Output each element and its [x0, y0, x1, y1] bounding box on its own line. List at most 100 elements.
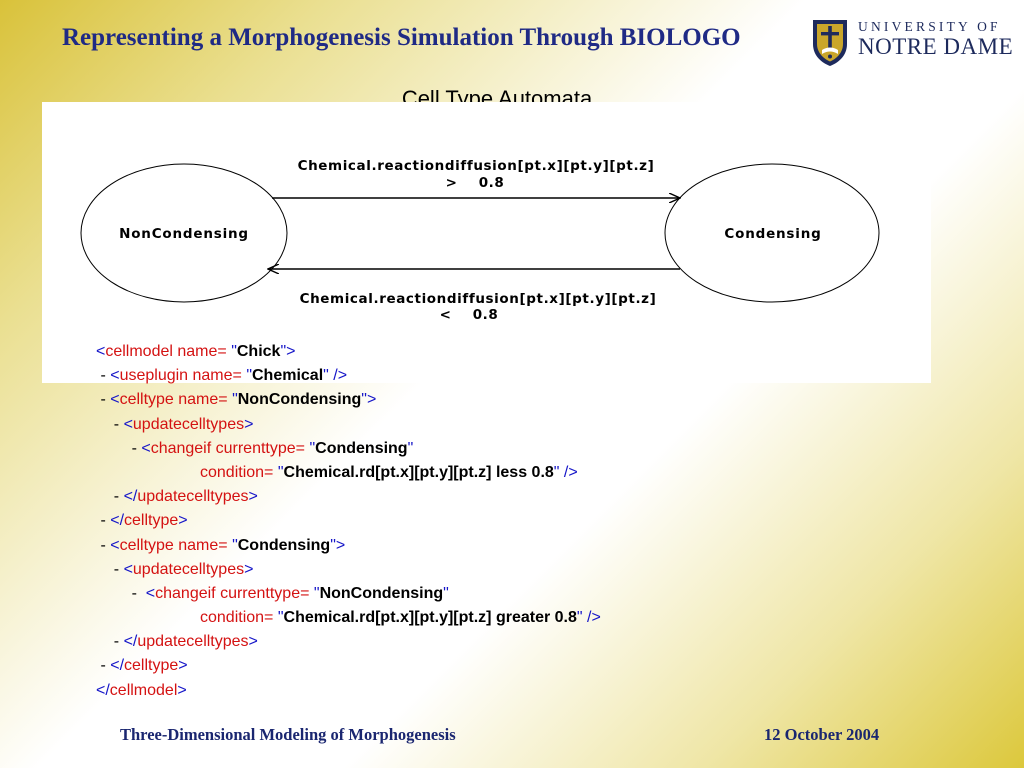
code-line: condition= "Chemical.rd[pt.x][pt.y][pt.z… [96, 606, 601, 630]
code-token: - [96, 488, 124, 506]
code-token: " [305, 439, 316, 457]
code-line: - <changeif currenttype= "Condensing" [96, 437, 601, 461]
code-line: </cellmodel> [96, 679, 601, 703]
code-token: cellmodel [109, 681, 178, 699]
code-token: " [273, 463, 284, 481]
state-diagram-canvas: NonCondensing Condensing Chemical.reacti… [80, 158, 880, 323]
code-token: > [244, 415, 254, 433]
footer-date: 12 October 2004 [764, 725, 880, 744]
state-label-noncondensing: NonCondensing [119, 226, 249, 242]
code-token: celltype [124, 512, 179, 530]
code-token: cellmodel name= [105, 343, 227, 360]
code-token: "> [330, 536, 346, 554]
code-token: Chemical.rd[pt.x][pt.y][pt.z] less 0.8 [283, 463, 554, 481]
transition-condition-bottom-line2: < 0.8 [440, 307, 499, 323]
slide-title: Representing a Morphogenesis Simulation … [62, 24, 741, 51]
code-token: " /> [323, 367, 348, 385]
code-token: - [96, 584, 146, 602]
code-token: Chemical [252, 367, 324, 385]
code-line: - </celltype> [96, 654, 601, 678]
code-token: - [96, 633, 124, 651]
code-line: - <updatecelltypes> [96, 558, 601, 582]
code-line: condition= "Chemical.rd[pt.x][pt.y][pt.z… [96, 461, 601, 485]
code-token: " [309, 584, 320, 602]
code-token: " [407, 439, 414, 457]
code-token: useplugin name= [119, 367, 242, 385]
code-token: - [96, 512, 111, 530]
state-diagram: NonCondensing Condensing Chemical.reacti… [42, 102, 931, 383]
logo-line-2: NOTRE DAME [858, 34, 1014, 59]
code-token: </ [110, 512, 125, 530]
code-token: > [244, 560, 254, 578]
code-line: - <useplugin name= "Chemical" /> [96, 364, 601, 388]
code-token: < [110, 391, 120, 409]
code-token: updatecelltypes [132, 415, 245, 433]
code-token: "> [361, 391, 377, 409]
code-token: " /> [553, 463, 578, 481]
code-token: Condensing [315, 439, 408, 457]
code-line: - <celltype name= "Condensing"> [96, 534, 601, 558]
code-token: </ [110, 657, 125, 675]
code-token: < [110, 367, 120, 385]
code-token: " [273, 609, 284, 627]
code-token: celltype [124, 657, 179, 675]
code-line: <cellmodel name= "Chick"> [96, 340, 601, 364]
code-line: - <changeif currenttype= "NonCondensing" [96, 582, 601, 606]
code-token: celltype name= [119, 391, 228, 409]
code-token: Chick [236, 343, 281, 360]
university-logo: UNIVERSITY OF NOTRE DAME [810, 14, 1014, 68]
code-token: < [141, 439, 151, 457]
code-token: < [123, 415, 133, 433]
footer-presentation-title: Three-Dimensional Modeling of Morphogene… [120, 725, 456, 744]
code-token: > [178, 512, 188, 530]
code-token: </ [123, 633, 138, 651]
state-label-condensing: Condensing [724, 226, 821, 242]
code-token: - [96, 415, 124, 433]
code-token: </ [123, 488, 138, 506]
code-line: - </celltype> [96, 509, 601, 533]
code-token: " [227, 391, 238, 409]
code-token: Chemical.rd[pt.x][pt.y][pt.z] greater 0.… [283, 609, 577, 627]
transition-condition-top-line1: Chemical.reactiondiffusion[pt.x][pt.y][p… [298, 158, 655, 174]
xml-code-listing: <cellmodel name= "Chick"> - <useplugin n… [96, 340, 601, 703]
state-node-noncondensing [80, 163, 288, 303]
code-token: - [96, 391, 111, 409]
code-token: > [248, 488, 258, 506]
code-line: - </updatecelltypes> [96, 630, 601, 654]
code-token: updatecelltypes [137, 633, 249, 651]
code-token: updatecelltypes [132, 560, 245, 578]
code-token: changeif currenttype= [155, 584, 310, 602]
code-token: - [96, 560, 124, 578]
code-token: </ [96, 681, 110, 699]
code-token: " [226, 343, 237, 360]
transition-condition-top-line2: > 0.8 [446, 175, 505, 191]
code-token: condition= [200, 463, 274, 481]
code-token: " /> [576, 609, 601, 627]
code-token: < [123, 560, 133, 578]
logo-line-1: UNIVERSITY OF [858, 19, 1001, 34]
code-token: condition= [200, 609, 274, 627]
code-token: - [96, 439, 142, 457]
transition-condition-bottom-line1: Chemical.reactiondiffusion[pt.x][pt.y][p… [300, 291, 657, 307]
notre-dame-seal-icon [813, 20, 847, 66]
code-token: < [145, 584, 156, 602]
code-token: < [110, 536, 120, 554]
code-token: - [96, 657, 111, 675]
code-token: " [227, 536, 238, 554]
code-token: < [96, 343, 106, 360]
code-token: - [96, 536, 111, 554]
code-token: > [177, 681, 187, 699]
code-token: NonCondensing [237, 391, 362, 409]
code-line: - <updatecelltypes> [96, 413, 601, 437]
code-token: > [178, 657, 188, 675]
code-token: " [443, 584, 449, 602]
code-line: - <celltype name= "NonCondensing"> [96, 388, 601, 412]
code-token: "> [280, 343, 296, 360]
code-token: NonCondensing [319, 584, 444, 602]
code-token: updatecelltypes [137, 488, 249, 506]
code-token: Condensing [237, 536, 331, 554]
code-token: " [241, 367, 252, 385]
state-node-condensing [664, 163, 880, 303]
code-token: - [96, 367, 111, 385]
code-token: celltype name= [119, 536, 228, 554]
